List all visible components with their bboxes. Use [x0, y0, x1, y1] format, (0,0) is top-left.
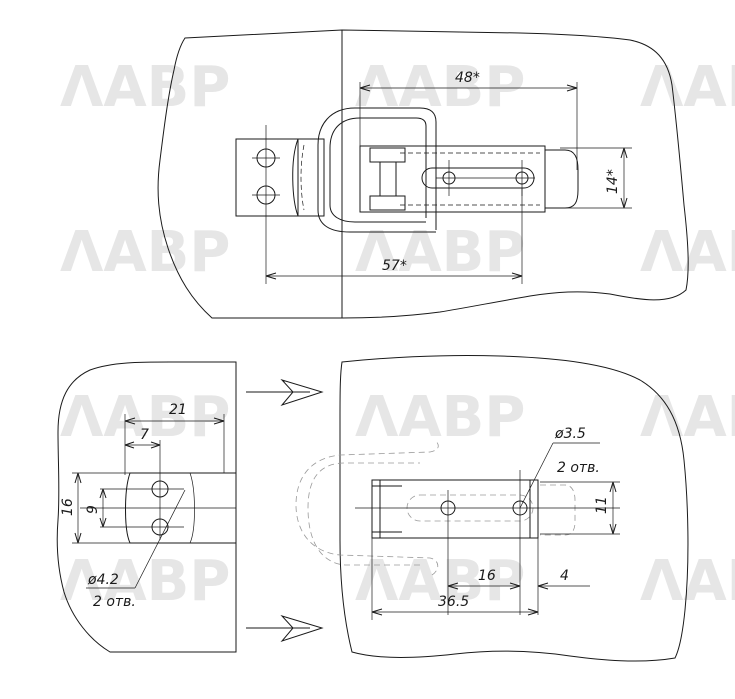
lever-slot	[421, 167, 535, 189]
dim-label-16: 16	[478, 568, 496, 584]
arrowheads	[124, 441, 161, 449]
ghost-wire-loop	[295, 439, 439, 576]
arrowheads	[371, 608, 539, 616]
watermark: ΛABP	[355, 55, 525, 120]
dim-label-11: 11	[594, 496, 610, 514]
strike-plate-outline	[125, 472, 236, 544]
hinge-top	[369, 147, 406, 163]
dim-label-14: 14*	[605, 169, 621, 194]
hole-diameter-label: ø4.2	[87, 572, 119, 588]
direction-arrows	[246, 378, 324, 643]
dim-label-57: 57*	[382, 258, 407, 274]
arrowheads	[537, 582, 549, 590]
watermark-group: ΛABP ΛABP ΛABP ΛABP ΛABP ΛABP ΛABP ΛABP …	[60, 55, 735, 614]
arrowheads	[99, 488, 107, 528]
dim-label-7: 7	[140, 427, 149, 443]
arrowheads	[124, 417, 225, 425]
strike-plate	[235, 138, 299, 217]
arrowheads	[609, 481, 617, 535]
watermark: ΛABP	[60, 549, 230, 614]
leader-line	[519, 442, 554, 509]
arrowheads	[620, 147, 628, 209]
left-view-outline	[56, 361, 237, 653]
right-view-outline	[339, 354, 689, 662]
wire-loop-inner	[329, 117, 427, 223]
direction-arrow-bottom	[246, 614, 324, 643]
dim-label-21: 21	[169, 402, 187, 418]
watermark: ΛABP	[355, 220, 525, 285]
ghost-wire-loop-inner	[307, 462, 420, 566]
latch-lever	[359, 145, 546, 213]
dim-label-48: 48*	[455, 70, 480, 86]
watermark: ΛABP	[60, 385, 230, 450]
hole-diameter-label: ø3.5	[554, 426, 586, 442]
watermark: ΛABP	[60, 220, 230, 285]
hole-count-label: 2 отв.	[93, 594, 136, 610]
plate-bend-line	[189, 472, 195, 544]
left-hole-view: 21 7 16 9 ø4.2 2 отв.	[56, 361, 237, 653]
arrowheads	[74, 472, 82, 544]
wire-loop-outer	[317, 107, 437, 233]
hidden-line	[300, 144, 305, 211]
dim-label-4: 4	[560, 568, 569, 584]
top-view-outline	[157, 29, 689, 319]
dim-label-9: 9	[85, 505, 101, 514]
dim-label-36-5: 36.5	[438, 594, 469, 610]
watermark: ΛABP	[60, 55, 230, 120]
base-plate	[371, 479, 539, 539]
leader-line	[134, 489, 186, 589]
arrowheads	[359, 84, 578, 92]
watermark: ΛABP	[355, 385, 525, 450]
hidden-line	[400, 152, 540, 206]
strike-hook	[292, 138, 325, 217]
right-hole-view: ø3.5 2 отв. 11 16 4 36.5	[295, 354, 689, 662]
dim-label-16: 16	[60, 498, 76, 516]
top-view: 48* 14* 57*	[157, 29, 689, 319]
arrowheads	[447, 582, 521, 590]
watermark: ΛABP	[355, 549, 525, 614]
hole-count-label: 2 отв.	[557, 460, 600, 476]
watermark: ΛABP	[640, 385, 735, 450]
ghost-lever-tab	[540, 484, 576, 536]
direction-arrow-top	[246, 378, 324, 407]
lever-tab	[545, 149, 579, 209]
hinge-bottom	[369, 195, 406, 211]
arrowheads	[265, 272, 523, 280]
watermark: ΛABP	[640, 55, 735, 120]
